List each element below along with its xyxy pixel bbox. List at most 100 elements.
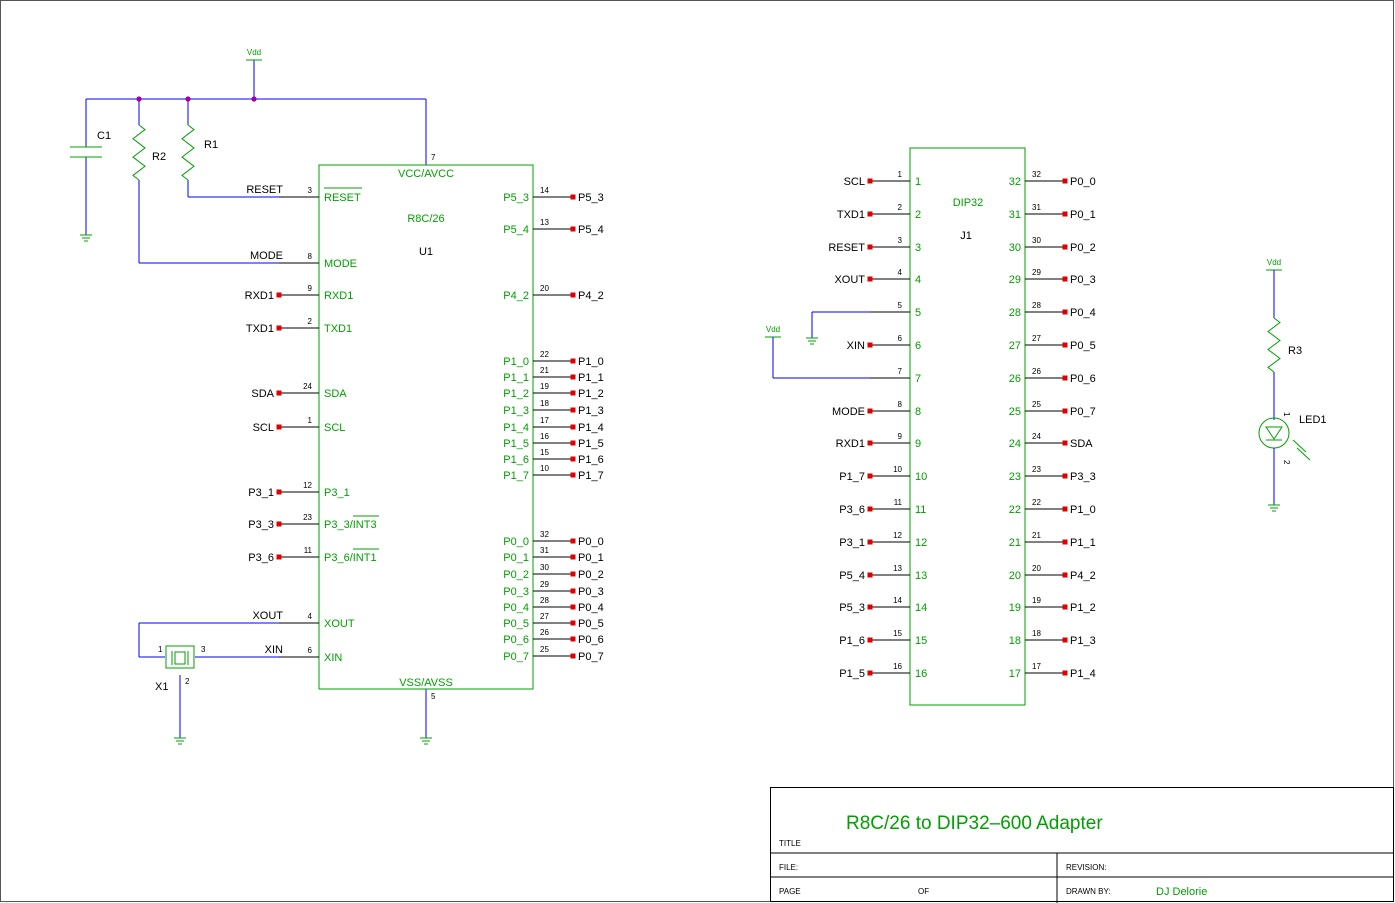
pin-number: 11 [304,546,313,555]
net-label: RESET [246,184,283,196]
net-flag [867,211,873,217]
net-label: P3_3 [1070,471,1096,483]
pin-number: 24 [303,382,312,391]
net-label: SCL [844,176,865,188]
net-flag [867,440,873,446]
pin-number: 18 [1032,629,1041,638]
net-label: P1_1 [578,372,604,384]
pin-label: 3 [915,242,921,254]
net-label: TXD1 [837,209,865,221]
net-label: SDA [1070,438,1093,450]
net-flag [867,637,873,643]
x1-ground-icon [174,737,186,745]
pin-number: 31 [540,546,549,555]
pin-number: 30 [1032,236,1041,245]
junction-dot [136,96,142,102]
pin-number: 18 [540,399,549,408]
net-label: SCL [253,422,274,434]
net-label: P3_6 [839,504,865,516]
pin-label: TXD1 [324,323,352,335]
net-flag [867,604,873,610]
u1-refdes: U1 [419,246,433,258]
j1-part: DIP32 [953,197,984,209]
net-label: P1_0 [1070,504,1096,516]
title-block-frame [770,787,1394,902]
pin-label: P0_5 [503,618,529,630]
net-flag [1062,408,1068,414]
x1-pin-2: 2 [185,677,190,686]
pin-label: 15 [915,635,927,647]
pin-number: 31 [1032,203,1041,212]
pin-number: 32 [1032,170,1041,179]
pin-label: P3_6/INT1 [324,552,377,564]
net-flag [867,670,873,676]
led1-refdes: LED1 [1299,414,1327,426]
net-flag [570,472,576,478]
pin-number: 5 [898,301,903,310]
led1-body [1258,417,1290,449]
pin-number: 12 [893,531,902,540]
pin-label: P1_3 [503,405,529,417]
net-flag [1062,506,1068,512]
x1-refdes: X1 [155,681,168,693]
pin-number: 19 [540,382,549,391]
net-label: P1_5 [578,438,604,450]
net-label: RXD1 [836,438,865,450]
net-flag [1062,276,1068,282]
pin-label: SCL [324,422,345,434]
net-label: P0_4 [1070,307,1096,319]
net-label: P0_5 [578,618,604,630]
pin-label: 28 [1009,307,1021,319]
pin-number: 9 [898,432,903,441]
pin-number: 3 [898,236,903,245]
net-label: P0_1 [578,552,604,564]
pin-label: 4 [915,274,921,286]
net-flag [867,408,873,414]
junction-dot [251,96,257,102]
pin-label: P1_0 [503,356,529,368]
x1-crystal-icon [165,645,195,669]
pin-number: 29 [540,580,549,589]
pin-label: P5_4 [503,224,529,236]
net-flag [570,194,576,200]
net-flag [570,424,576,430]
x1-quartz [174,651,186,665]
led1-ray [1296,447,1311,461]
led1-ray [1292,439,1307,453]
j1-refdes: J1 [960,230,972,242]
pin-number: 4 [898,268,903,277]
pin-label: P1_5 [503,438,529,450]
pin-label: P0_3 [503,586,529,598]
r3-body [1267,317,1281,373]
net-label: RXD1 [245,290,274,302]
x1-pin-3: 3 [201,645,206,654]
j1-pin-7: 77 [870,367,921,385]
pin-label: 2 [915,209,921,221]
r2-body [132,124,146,181]
net-flag [1062,211,1068,217]
pin-label: 21 [1009,537,1021,549]
pin-label: 13 [915,570,927,582]
pin-number: 8 [898,400,903,409]
pin-label: 1 [915,176,921,188]
net-flag [1062,539,1068,545]
